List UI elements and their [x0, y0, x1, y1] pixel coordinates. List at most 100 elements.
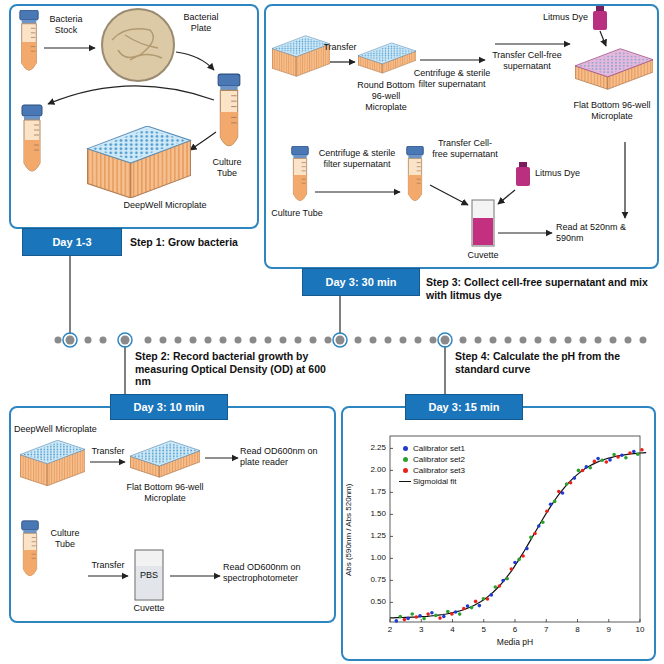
- day-tab: Day 1-3: [22, 228, 122, 256]
- drawing-part: [400, 337, 407, 344]
- drawing-part: [585, 465, 589, 469]
- panel-step3: [265, 5, 658, 268]
- drawing-part: [310, 337, 317, 344]
- drawing-part: [410, 612, 414, 616]
- drawing-part: [136, 566, 162, 599]
- item-label: Bacteria Stock: [40, 14, 92, 36]
- drawing-part: [390, 558, 393, 559]
- item-label: Culture Tube: [44, 528, 86, 550]
- item-label: Flat Bottom 96-well Microplate: [124, 482, 206, 504]
- tab-text: Day 3: 15 min: [429, 401, 500, 413]
- flat-plate: [575, 49, 653, 90]
- stock-tube: [20, 10, 38, 70]
- drawing-part: [395, 619, 399, 623]
- culture-tube: [22, 105, 42, 171]
- drawing-part: [190, 132, 216, 150]
- drawing-part: [640, 448, 644, 452]
- panel-step4: [342, 407, 655, 660]
- drawing-part: [612, 453, 616, 457]
- drawing-part: [390, 470, 393, 471]
- drawing-part: [537, 524, 541, 528]
- item-label: Round Bottom 96-well Microplate: [350, 80, 422, 112]
- tab-text: Day 1-3: [52, 236, 91, 248]
- petri-plate: [102, 9, 174, 81]
- drawing-part: [441, 336, 450, 345]
- drawing-part: [438, 616, 442, 620]
- drawing-part: [421, 619, 422, 622]
- day-tab: Day 3: 30 min: [302, 268, 420, 296]
- drawing-part: [624, 456, 628, 460]
- drawing-part: [561, 491, 565, 495]
- step-caption: Step 1: Grow bacteria: [130, 236, 264, 249]
- drawing-part: [390, 580, 393, 581]
- cuvette: [135, 550, 163, 600]
- item-label: Centrifuge & sterile filter supernatant: [313, 148, 401, 170]
- axis-tick-label: 4: [443, 625, 463, 635]
- drawing-part: [175, 337, 182, 344]
- drawing-part: [295, 337, 302, 344]
- drawing-part: [403, 618, 407, 622]
- drawing-part: [549, 503, 553, 507]
- drawing-part: [390, 619, 391, 622]
- legend-swatch: [403, 457, 408, 462]
- tab-text: Day 3: 30 min: [326, 276, 397, 288]
- drawing-part: [450, 612, 454, 616]
- legend-swatch: [403, 468, 408, 473]
- drawing-part: [112, 29, 162, 60]
- timeline-stems: [70, 256, 445, 394]
- item-label: Culture Tube: [266, 208, 328, 219]
- drawing-part: [170, 575, 220, 576]
- drawing-part: [160, 337, 167, 344]
- drawing-part: [390, 514, 393, 515]
- drawing-part: [475, 337, 482, 344]
- item-label: Transfer: [318, 42, 362, 53]
- axis-tick-label: 6: [505, 625, 525, 635]
- drawing-part: [85, 337, 92, 344]
- drawing-part: [462, 607, 466, 611]
- drawing-part: [521, 554, 525, 558]
- drawing-part: [118, 333, 132, 347]
- drawing-part: [430, 337, 437, 344]
- drawing-part: [520, 337, 527, 344]
- axis-tick-label: 3: [411, 625, 431, 635]
- axis-tick-label: 1.50: [352, 509, 386, 519]
- legend-text: Calibrator set1: [413, 444, 465, 453]
- drawing-part: [505, 337, 512, 344]
- drawing-part: [632, 450, 636, 454]
- day-tab: Day 3: 10 min: [110, 394, 228, 420]
- drawing-part: [510, 567, 514, 571]
- drawing-part: [628, 451, 632, 455]
- drawing-part: [505, 577, 509, 581]
- deepwell-plate: [272, 36, 330, 77]
- drawing-part: [494, 585, 498, 589]
- drawing-part: [430, 611, 434, 615]
- round-plate: [358, 43, 416, 73]
- drawing-part: [624, 142, 625, 218]
- axis-tick-label: 5: [474, 625, 494, 635]
- panel-step1: [10, 5, 258, 228]
- drawing-part: [370, 337, 377, 344]
- drawing-part: [390, 602, 393, 603]
- drawing-part: [610, 337, 617, 344]
- drawing-part: [577, 469, 581, 473]
- axis-tick-label: 1.75: [352, 487, 386, 497]
- drawing-part: [486, 597, 490, 601]
- drawing-part: [573, 476, 577, 480]
- axis-tick-label: 2.25: [352, 443, 386, 453]
- drawing-part: [124, 346, 126, 394]
- drawing-part: [390, 536, 393, 537]
- drawing-part: [422, 617, 426, 621]
- tab-text: Day 3: 10 min: [134, 401, 205, 413]
- drawing-part: [280, 337, 287, 344]
- drawing-part: [640, 619, 641, 622]
- drawing-part: [190, 337, 197, 344]
- drawing-part: [620, 453, 624, 457]
- legend-row: Sigmoidal fit: [399, 476, 465, 487]
- drawing-part: [339, 296, 341, 334]
- legend-text: Calibrator set2: [413, 455, 465, 464]
- item-label: Transfer: [86, 560, 130, 571]
- drawing-part: [434, 614, 438, 618]
- drawing-part: [426, 612, 430, 616]
- item-label: Cuvette: [127, 603, 171, 614]
